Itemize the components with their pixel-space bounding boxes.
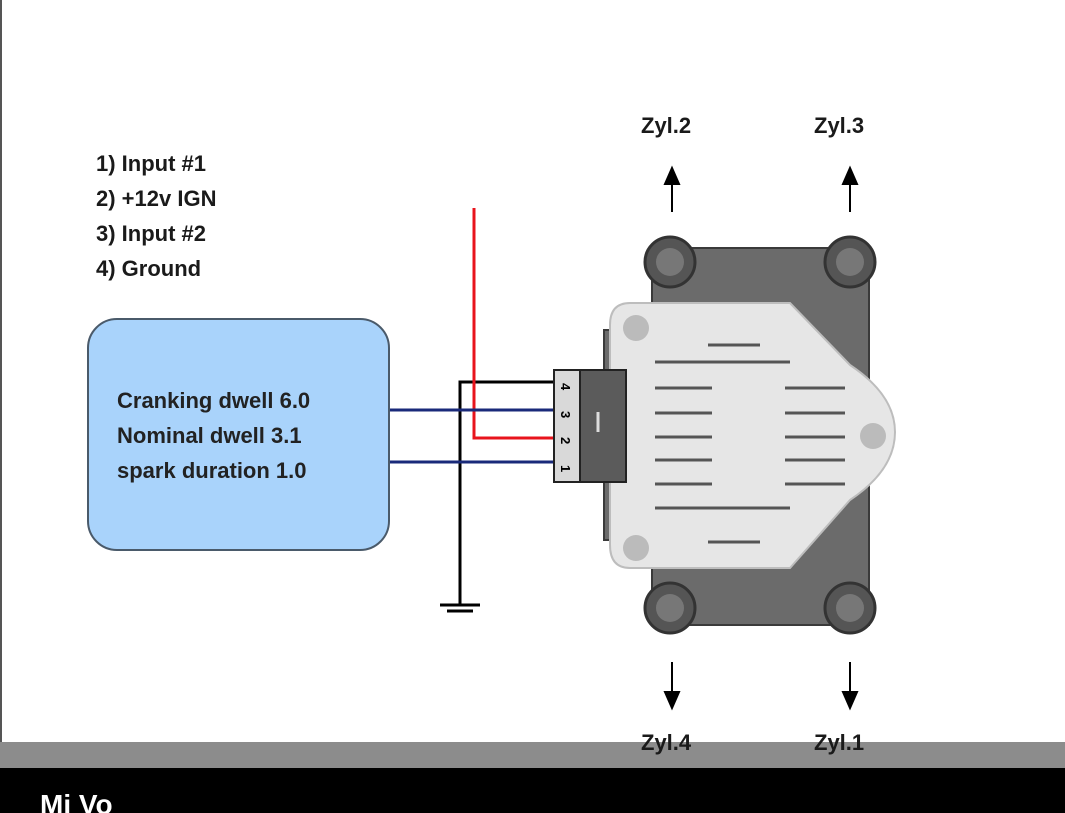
ecu-setting-line: spark duration 1.0	[117, 458, 307, 483]
pin-legend: 1) Input #1 2) +12v IGN 3) Input #2 4) G…	[96, 146, 216, 286]
pin-number-3: 3	[558, 411, 573, 418]
pin-legend-item: 4) Ground	[96, 256, 202, 281]
arrow-up-zyl-2	[663, 165, 681, 212]
tower-zyl-4	[643, 581, 697, 635]
pin-number-2: 2	[558, 437, 573, 444]
pin-number-1: 1	[558, 465, 573, 472]
ignition-coil	[603, 247, 897, 626]
ecu-settings: Cranking dwell 6.0 Nominal dwell 3.1 spa…	[117, 383, 310, 488]
ecu-setting-line: Cranking dwell 6.0	[117, 388, 311, 413]
tower-zyl-1	[823, 581, 877, 635]
tower-zyl-3	[823, 235, 877, 289]
label-zyl-4: Zyl.4	[641, 730, 692, 755]
tower-zyl-2	[643, 235, 697, 289]
label-zyl-1: Zyl.1	[814, 730, 865, 755]
bottom-gray-bar	[0, 742, 1065, 768]
arrow-down-zyl-1	[841, 662, 859, 711]
ign-wire	[472, 208, 556, 440]
arrow-up-zyl-3	[841, 165, 859, 212]
frame-edge	[0, 0, 2, 742]
pin-legend-item: 2) +12v IGN	[96, 186, 217, 211]
ecu-setting-line: Nominal dwell 3.1	[117, 423, 302, 448]
ground-wire	[440, 380, 556, 613]
label-zyl-2: Zyl.2	[641, 113, 692, 138]
label-zyl-3: Zyl.3	[814, 113, 865, 138]
caption-bar: Mi Vo	[0, 768, 1065, 813]
arrow-down-zyl-4	[663, 662, 681, 711]
ecu-box	[87, 318, 390, 551]
pin-legend-item: 3) Input #2	[96, 221, 207, 246]
pin-legend-item: 1) Input #1	[96, 151, 207, 176]
pin-number-4: 4	[558, 383, 573, 391]
author-caption: Mi Vo	[40, 789, 113, 813]
coil-connector	[553, 369, 627, 483]
